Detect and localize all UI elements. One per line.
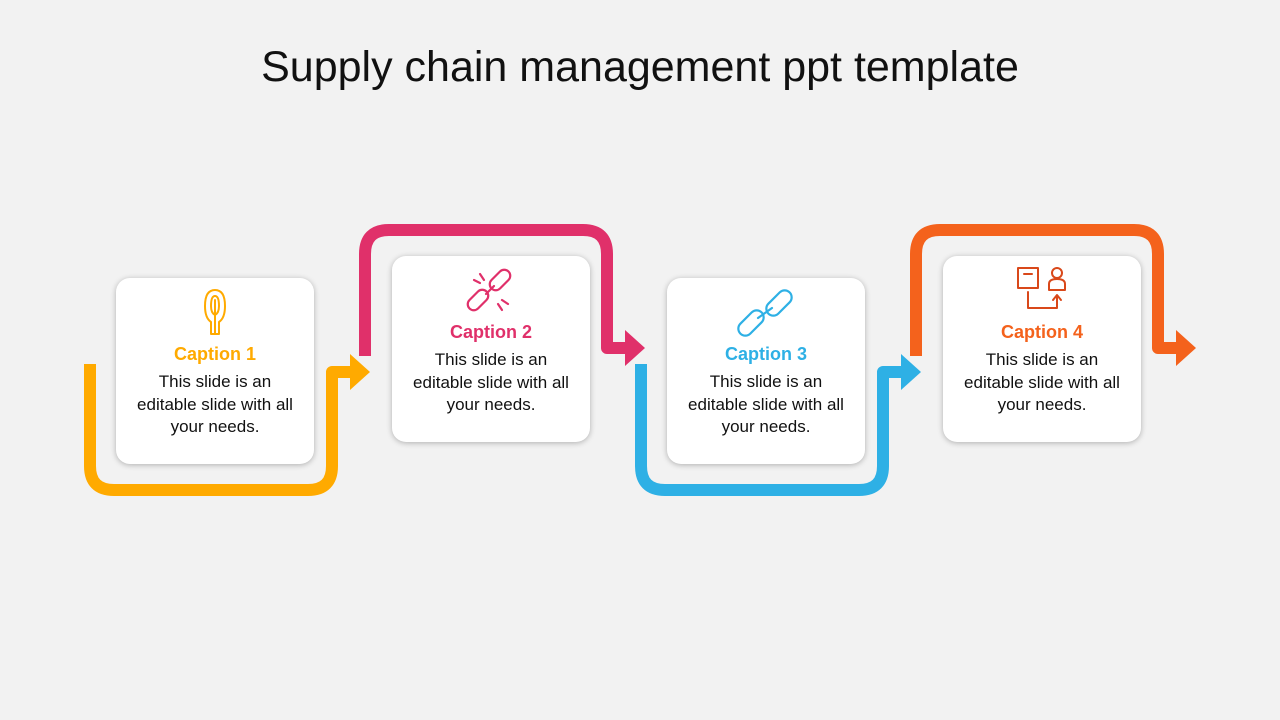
arrowhead-2	[625, 330, 645, 366]
arrowhead-3	[901, 354, 921, 390]
flow-arrow-2	[359, 224, 627, 356]
flow-arrow-1	[84, 364, 352, 496]
arrowhead-1	[350, 354, 370, 390]
step-card-2: Caption 2 This slide is an editable slid…	[392, 256, 590, 442]
step-description-4: This slide is an editable slide with all…	[964, 350, 1120, 414]
broken-link-icon	[392, 264, 590, 318]
step-caption-1: Caption 1	[173, 344, 256, 364]
step-card-3: Caption 3 This slide is an editable slid…	[667, 278, 865, 464]
hand-pointer-icon	[116, 286, 314, 340]
package-delivery-icon	[943, 264, 1141, 318]
step-caption-2: Caption 2	[449, 322, 532, 342]
step-description-2: This slide is an editable slide with all…	[413, 350, 569, 414]
flow-arrow-3	[635, 364, 903, 496]
step-description-1: This slide is an editable slide with all…	[137, 372, 293, 436]
slide-title: Supply chain management ppt template	[261, 43, 1019, 91]
chain-link-icon	[667, 286, 865, 340]
step-caption-3: Caption 3	[724, 344, 807, 364]
arrowhead-4	[1176, 330, 1196, 366]
flow-arrow-4	[910, 224, 1178, 356]
step-description-3: This slide is an editable slide with all…	[688, 372, 844, 436]
step-card-4: Caption 4 This slide is an editable slid…	[943, 256, 1141, 442]
step-card-1: Caption 1 This slide is an editable slid…	[116, 278, 314, 464]
step-caption-4: Caption 4	[1000, 322, 1083, 342]
